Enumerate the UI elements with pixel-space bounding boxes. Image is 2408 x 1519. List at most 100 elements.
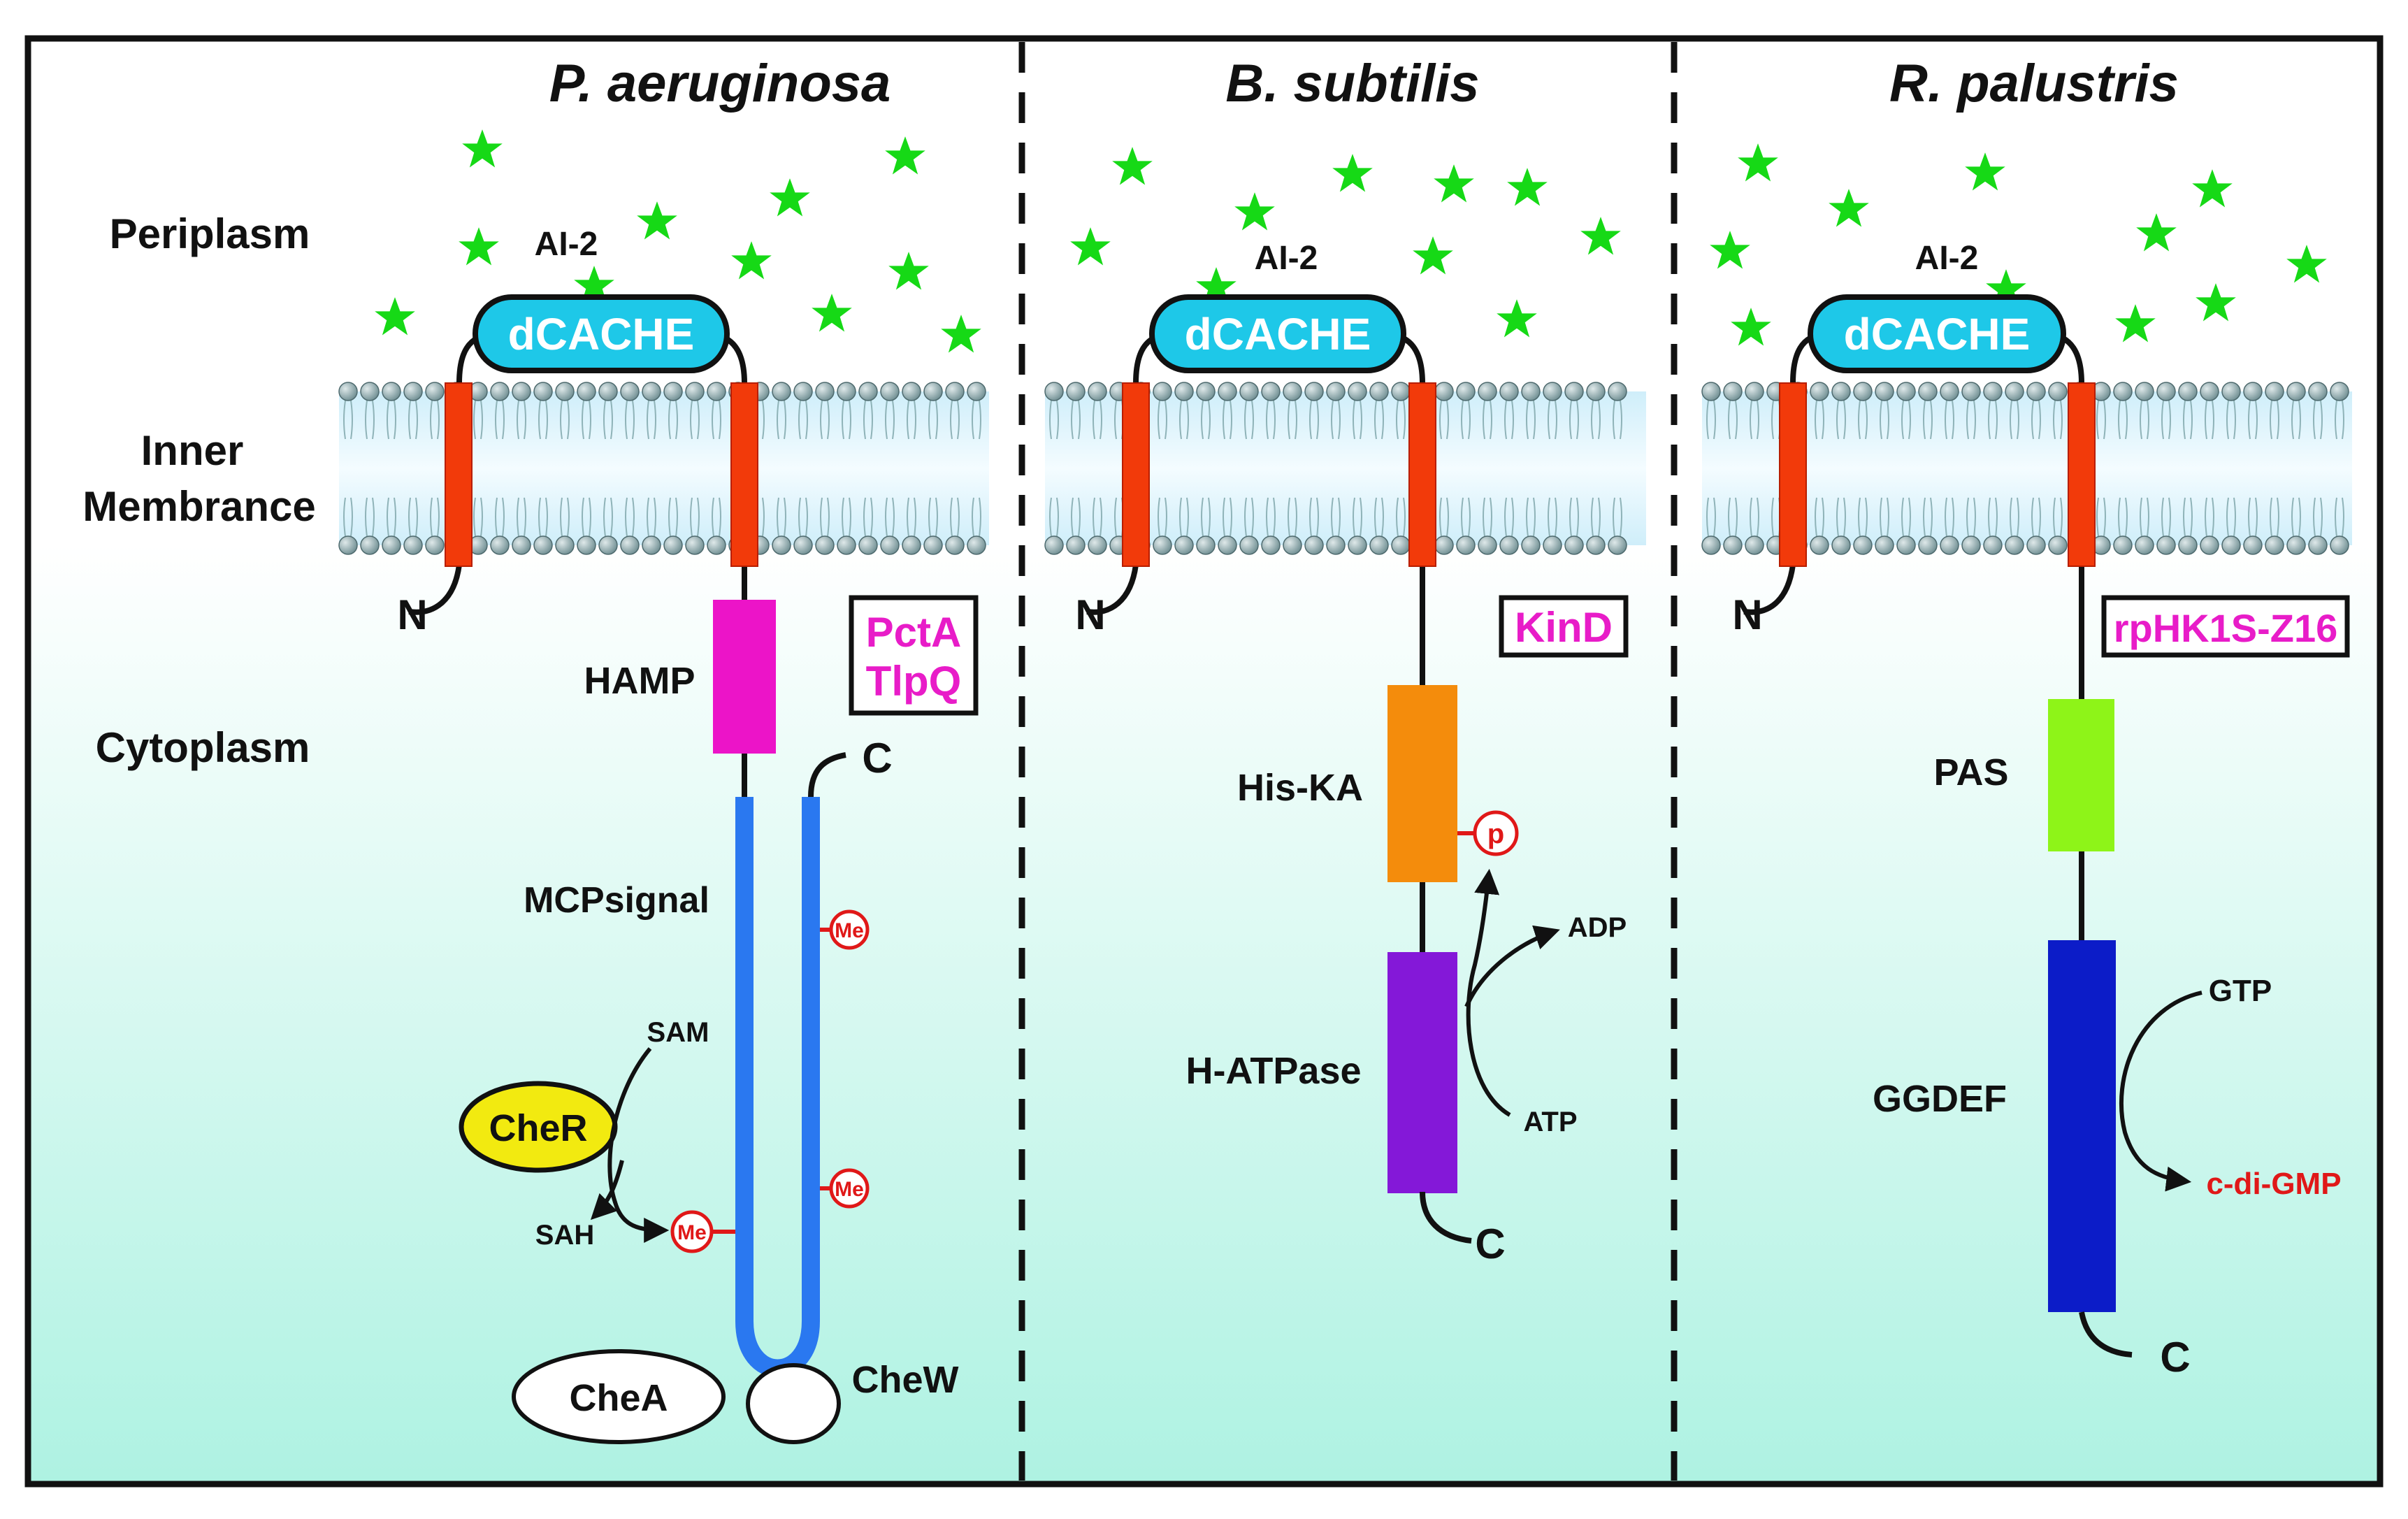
lipid-head bbox=[772, 535, 791, 555]
lipid-head bbox=[1088, 535, 1107, 555]
lipid-head bbox=[880, 382, 900, 401]
lipid-head bbox=[663, 382, 683, 401]
lipid-head bbox=[1701, 382, 1721, 401]
lipid-head bbox=[338, 535, 358, 555]
layer-periplasm-label: Periplasm bbox=[110, 210, 310, 257]
me-group-2 bbox=[829, 1168, 870, 1209]
lipid-head bbox=[425, 382, 445, 401]
layer-membrane-label-line2: Membrance bbox=[82, 483, 315, 530]
lipid-head bbox=[1810, 382, 1829, 401]
me-label-1: Me bbox=[835, 919, 864, 942]
lipid-head bbox=[382, 382, 401, 401]
ggdef-label: GGDEF bbox=[1873, 1078, 2007, 1120]
gtp-label: GTP bbox=[2209, 974, 2272, 1008]
lipid-head bbox=[382, 535, 401, 555]
lipid-head bbox=[945, 382, 965, 401]
lipid-head bbox=[1961, 535, 1981, 555]
lipid-head bbox=[425, 535, 445, 555]
lipid-head bbox=[533, 535, 553, 555]
lipid-head bbox=[1983, 535, 2003, 555]
h-atpase-domain bbox=[1387, 952, 1457, 1193]
lipid-head bbox=[2265, 535, 2284, 555]
chea-protein bbox=[512, 1349, 726, 1444]
me-group-3 bbox=[670, 1210, 714, 1253]
lipid-head bbox=[1983, 382, 2003, 401]
mcp-signal-label: MCPsignal bbox=[524, 880, 709, 921]
panel-r-palustris: R. palustris dCACHE AI-2 N rpHK1S-Z16 PA… bbox=[1732, 54, 2350, 1381]
lipid-head bbox=[1174, 382, 1194, 401]
lipid-head bbox=[1369, 535, 1389, 555]
lipid-head bbox=[2265, 382, 2284, 401]
lipid-head bbox=[902, 535, 921, 555]
lipid-head bbox=[2156, 382, 2176, 401]
lipid-head bbox=[1521, 382, 1541, 401]
lipid-head bbox=[360, 535, 380, 555]
phospho-label: p bbox=[1487, 819, 1504, 849]
h-atpase-label: H-ATPase bbox=[1185, 1050, 1361, 1092]
lipid-head bbox=[902, 382, 921, 401]
lipid-head bbox=[1456, 535, 1476, 555]
hamp-domain bbox=[713, 600, 776, 754]
lipid-head bbox=[1875, 535, 1894, 555]
lipid-head bbox=[1391, 382, 1411, 401]
lipid-head bbox=[1896, 382, 1916, 401]
lipid-head bbox=[1810, 535, 1829, 555]
hamp-label: HAMP bbox=[584, 660, 695, 702]
his-ka-label: His-KA bbox=[1237, 767, 1363, 809]
lipid-head bbox=[642, 535, 661, 555]
n-terminal-label: N bbox=[1732, 591, 1762, 638]
lipid-head bbox=[1348, 382, 1367, 401]
lipid-head bbox=[2330, 535, 2349, 555]
tm-helix-1 bbox=[1779, 382, 1807, 567]
lipid-head bbox=[620, 535, 640, 555]
lipid-head bbox=[2286, 382, 2306, 401]
lipid-head bbox=[1066, 535, 1086, 555]
lipid-head bbox=[2005, 382, 2024, 401]
lipid-head bbox=[815, 382, 835, 401]
lipid-head bbox=[1044, 382, 1064, 401]
n-terminal-tail bbox=[1743, 564, 1796, 615]
lipid-head bbox=[707, 382, 726, 401]
lipid-head bbox=[1153, 382, 1172, 401]
lipid-head bbox=[490, 382, 510, 401]
lipid-head bbox=[1456, 382, 1476, 401]
lipid-head bbox=[663, 535, 683, 555]
lipid-head bbox=[403, 535, 423, 555]
lipid-head bbox=[2308, 535, 2328, 555]
lipid-head bbox=[512, 535, 531, 555]
me-label-3: Me bbox=[677, 1221, 707, 1244]
adp-release-arrow bbox=[1464, 925, 1560, 1008]
n-terminal-tail bbox=[1086, 564, 1139, 615]
lipid-head bbox=[2005, 535, 2024, 555]
lipid-tails bbox=[343, 400, 981, 537]
lipid-head bbox=[1499, 535, 1519, 555]
lipid-head bbox=[1586, 535, 1606, 555]
figure-frame bbox=[24, 35, 2384, 1488]
ai2-label: AI-2 bbox=[535, 226, 598, 263]
atp-label: ATP bbox=[1523, 1107, 1577, 1137]
lipid-head bbox=[2026, 382, 2046, 401]
lipid-head bbox=[2113, 382, 2133, 401]
lipid-head bbox=[1940, 535, 1959, 555]
protein-name-rphk1s-z16: rpHK1S-Z16 bbox=[2114, 606, 2338, 650]
lipid-head bbox=[1853, 535, 1873, 555]
n-terminal-label: N bbox=[1075, 591, 1105, 638]
cytoplasm-background bbox=[28, 38, 2380, 1484]
lipid-head bbox=[1391, 535, 1411, 555]
lipid-head bbox=[1499, 382, 1519, 401]
c-terminal-label: C bbox=[862, 735, 892, 782]
dcache-label: dCACHE bbox=[1185, 309, 1371, 359]
lipid-head bbox=[1088, 382, 1107, 401]
methylation-arrow bbox=[607, 1047, 670, 1243]
protein-name-box bbox=[1499, 595, 1629, 658]
lipid-head bbox=[2243, 382, 2263, 401]
lipid-bilayer-3 bbox=[1701, 382, 2352, 555]
lipid-head bbox=[1608, 382, 1627, 401]
lipid-head bbox=[2135, 382, 2154, 401]
lipid-head bbox=[1304, 535, 1324, 555]
lipid-head bbox=[642, 382, 661, 401]
c-di-gmp-label: c-di-GMP bbox=[2206, 1167, 2341, 1201]
lipid-head bbox=[2286, 535, 2306, 555]
lipid-head bbox=[1853, 382, 1873, 401]
lipid-head bbox=[2178, 382, 2198, 401]
